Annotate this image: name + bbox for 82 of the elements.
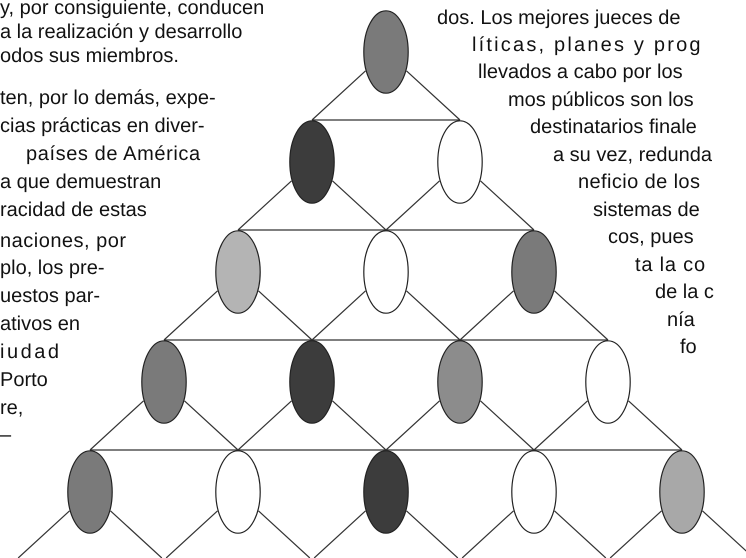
connector-line (406, 510, 458, 558)
text-line: ativos en (0, 312, 80, 336)
connector-line (258, 290, 312, 340)
connector-line (386, 400, 440, 450)
text-line: llevados a cabo por los (478, 60, 683, 84)
text-line: iudad (0, 340, 62, 364)
text-line: fo (680, 335, 697, 359)
text-line: Porto (0, 368, 48, 392)
text-line: mos públicos son los (508, 88, 694, 112)
text-line: – (0, 423, 12, 447)
text-line: destinatarios finale (530, 115, 697, 139)
connector-line (90, 449, 238, 451)
text-line: ta la co (635, 253, 706, 277)
connector-line (238, 180, 292, 230)
oval (67, 450, 113, 534)
text-line: odos sus miembros. (0, 44, 179, 68)
text-line: cias prácticas en diver- (0, 114, 205, 138)
oval (215, 450, 261, 534)
text-line: naciones, por (0, 229, 127, 253)
text-line: líticas, planes y prog (472, 33, 703, 57)
connector-line (386, 229, 534, 231)
oval (511, 450, 557, 534)
connector-line (18, 510, 70, 558)
connector-line (238, 229, 386, 231)
connector-line (314, 510, 366, 558)
oval (289, 120, 335, 204)
connector-line (312, 339, 460, 341)
connector-line (164, 339, 312, 341)
connector-line (110, 510, 162, 558)
connector-line (332, 180, 386, 230)
oval (437, 340, 483, 424)
text-line: re, (0, 396, 24, 420)
connector-line (610, 510, 662, 558)
text-line: racidad de estas (0, 198, 147, 222)
oval (289, 340, 335, 424)
connector-line (238, 449, 386, 451)
connector-line (406, 290, 460, 340)
connector-line (312, 119, 460, 121)
text-line: de la c (655, 280, 714, 304)
text-line: a que demuestran (0, 170, 162, 194)
text-line: ten, por lo demás, expe- (0, 86, 216, 110)
connector-line (628, 400, 682, 450)
text-line: neficio de los (578, 170, 700, 194)
connector-line (312, 70, 366, 120)
oval (363, 230, 409, 314)
oval (511, 230, 557, 314)
connector-line (238, 400, 292, 450)
connector-line (406, 70, 460, 120)
connector-line (184, 400, 238, 450)
text-line: plo, los pre- (0, 256, 104, 280)
text-line: a la realización y desarrollo (0, 20, 242, 44)
oval (141, 340, 187, 424)
connector-line (480, 180, 534, 230)
connector-line (460, 290, 514, 340)
connector-line (462, 510, 514, 558)
text-line: cos, pues (608, 225, 694, 249)
connector-line (480, 400, 534, 450)
connector-line (460, 339, 608, 341)
text-line: uestos par- (0, 284, 100, 308)
connector-line (312, 290, 366, 340)
text-line: sistemas de (593, 198, 700, 222)
connector-line (386, 449, 534, 451)
oval (437, 120, 483, 204)
text-line: nía (667, 308, 695, 332)
connector-line (534, 400, 588, 450)
text-line: a su vez, redunda (553, 143, 712, 167)
connector-line (258, 510, 310, 558)
oval (215, 230, 261, 314)
text-line: dos. Los mejores jueces de (437, 6, 680, 30)
connector-line (332, 400, 386, 450)
connector-line (164, 290, 218, 340)
oval (363, 10, 409, 94)
connector-line (166, 510, 218, 558)
oval (659, 450, 705, 534)
oval (585, 340, 631, 424)
oval (363, 450, 409, 534)
text-line: países de América (26, 142, 201, 166)
connector-line (554, 510, 606, 558)
connector-line (534, 449, 682, 451)
connector-line (90, 400, 144, 450)
connector-line (386, 180, 440, 230)
connector-line (554, 290, 608, 340)
